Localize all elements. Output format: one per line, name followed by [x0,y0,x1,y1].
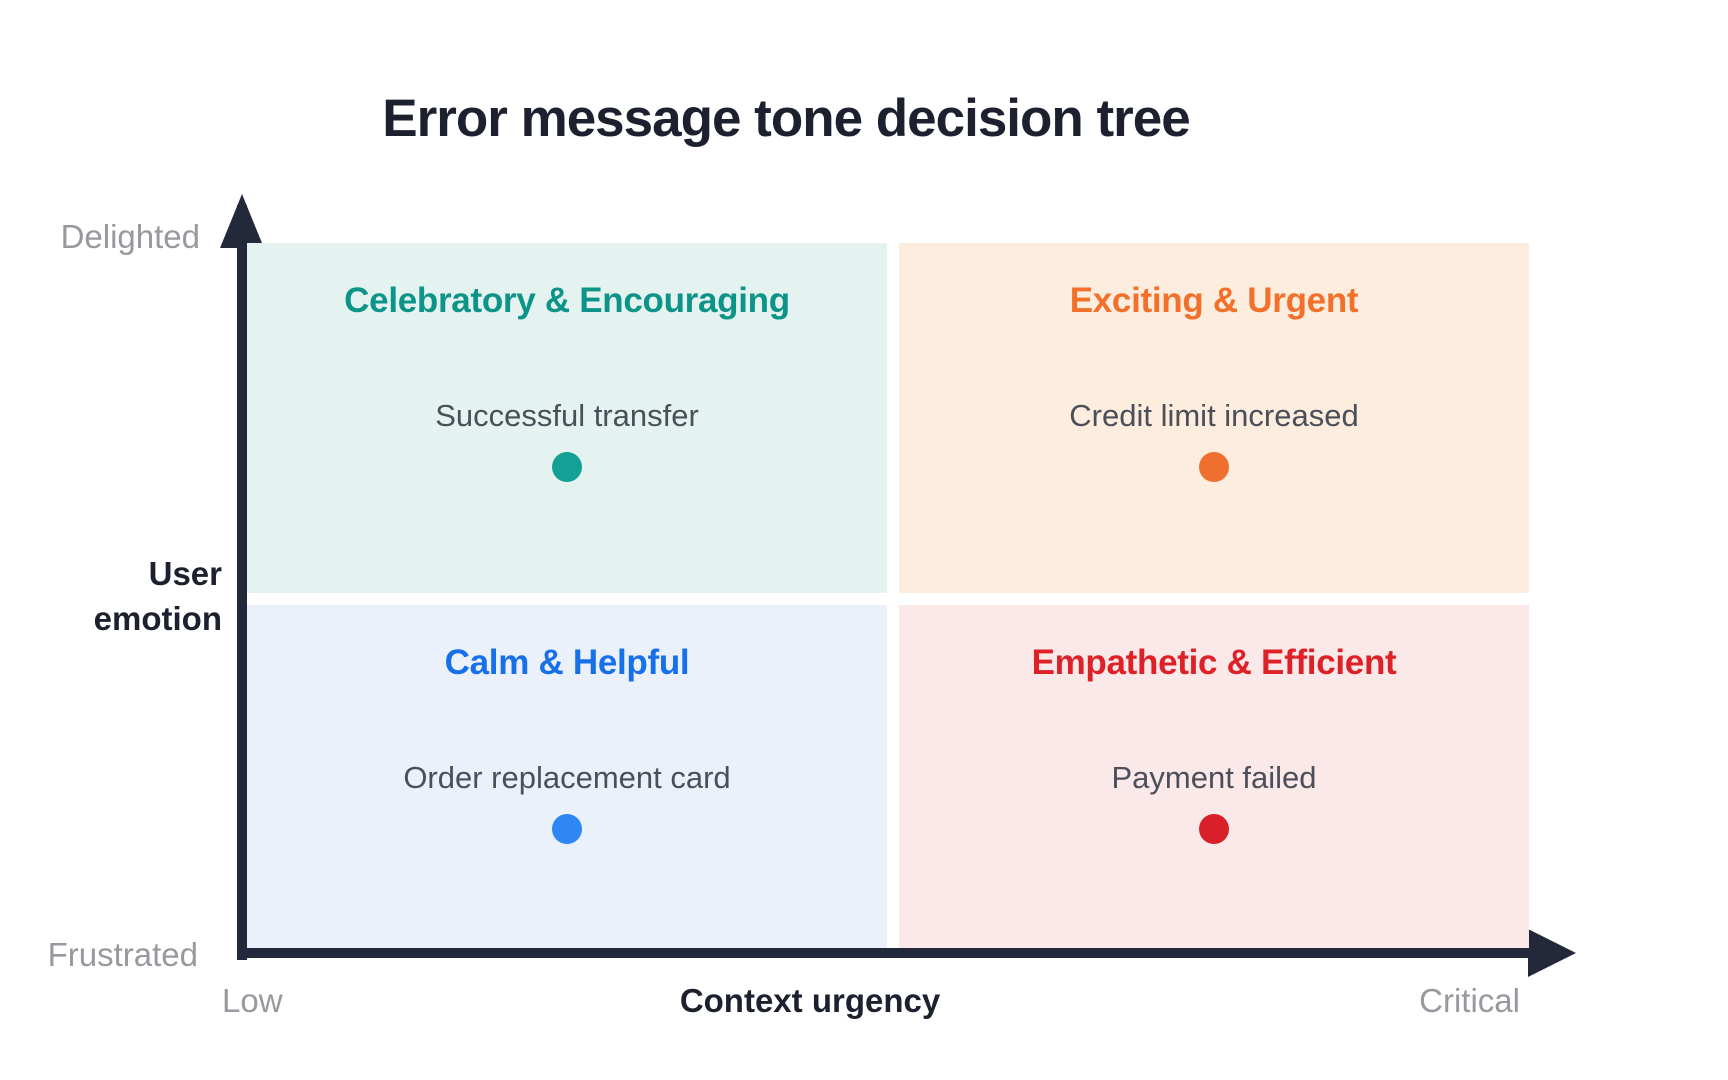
quadrant-exciting-urgent: Exciting & Urgent Credit limit increased [899,243,1529,593]
quadrant-celebratory-encouraging: Celebratory & Encouraging Successful tra… [247,243,887,593]
quadrant-tone-label: Empathetic & Efficient [1031,643,1397,682]
chart-title: Error message tone decision tree [382,89,1190,148]
data-point-dot [552,452,582,482]
y-axis-arrow-up-icon [220,194,264,248]
example-scenario-label: Successful transfer [435,398,699,433]
quadrant-calm-helpful: Calm & Helpful Order replacement card [247,605,887,948]
data-point-dot [552,814,582,844]
data-point-dot [1199,452,1229,482]
x-axis-arrow-right-icon [1528,929,1576,977]
example-scenario-label: Order replacement card [403,760,731,795]
data-point-dot [1199,814,1229,844]
y-axis-max-label: Delighted [60,218,200,255]
example-scenario-label: Payment failed [1111,760,1317,795]
quadrant-tone-label: Celebratory & Encouraging [344,281,790,320]
x-axis-min-label: Low [222,982,283,1019]
y-axis-min-label: Frustrated [47,936,198,973]
x-axis-title: Context urgency [679,982,941,1019]
quadrant-tone-label: Calm & Helpful [444,643,690,682]
y-axis-line [237,205,247,960]
x-axis-line [237,948,1532,958]
example-scenario-label: Credit limit increased [1069,398,1359,433]
y-axis-title: User emotion [93,555,222,638]
quadrant-tone-label: Exciting & Urgent [1069,281,1359,320]
x-axis-max-label: Critical [1419,982,1520,1019]
quadrant-empathetic-efficient: Empathetic & Efficient Payment failed [899,605,1529,948]
